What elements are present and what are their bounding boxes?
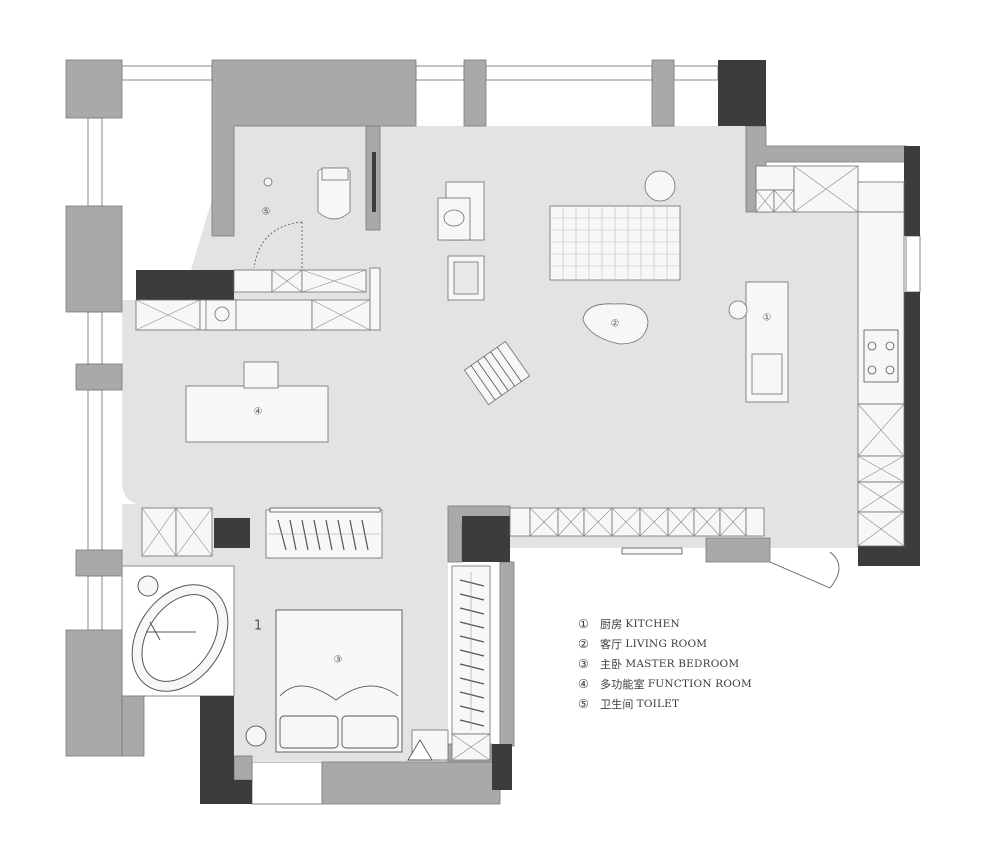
function-room-table — [185, 361, 329, 443]
room-number-bedroom: ③ — [333, 654, 343, 666]
wardrobe-hangers — [268, 519, 485, 730]
corner-round — [122, 480, 142, 504]
stove — [863, 329, 899, 383]
walls — [65, 59, 907, 805]
doors — [269, 507, 840, 589]
legend-item-kitchen: ① 厨房 KITCHEN — [578, 617, 680, 631]
legend-item-function: ④ 多功能室 FUNCTION ROOM — [578, 677, 752, 691]
cabinet-crosses — [135, 165, 905, 761]
room-number-kitchen: ① — [762, 312, 772, 324]
room-legend: ① 厨房 KITCHEN ② 客厅 LIVING ROOM ③ 主卧 MASTE… — [578, 614, 798, 714]
living-furniture — [463, 170, 681, 406]
kitchen-island — [728, 281, 789, 403]
room-number-living: ② — [610, 318, 620, 330]
legend-item-toilet: ⑤ 卫生间 TOILET — [578, 697, 680, 711]
toilet-fixtures — [205, 152, 485, 331]
legend-item-living: ② 客厅 LIVING ROOM — [578, 637, 708, 651]
room-number-toilet: ⑤ — [261, 206, 271, 218]
bathtub — [131, 575, 229, 692]
toilet-floor — [234, 126, 380, 270]
bed — [245, 609, 433, 761]
step-mark: 1 — [253, 618, 263, 634]
walls-dark — [136, 60, 920, 804]
legend-item-bedroom: ③ 主卧 MASTER BEDROOM — [578, 657, 740, 671]
room-number-function: ④ — [253, 406, 263, 418]
